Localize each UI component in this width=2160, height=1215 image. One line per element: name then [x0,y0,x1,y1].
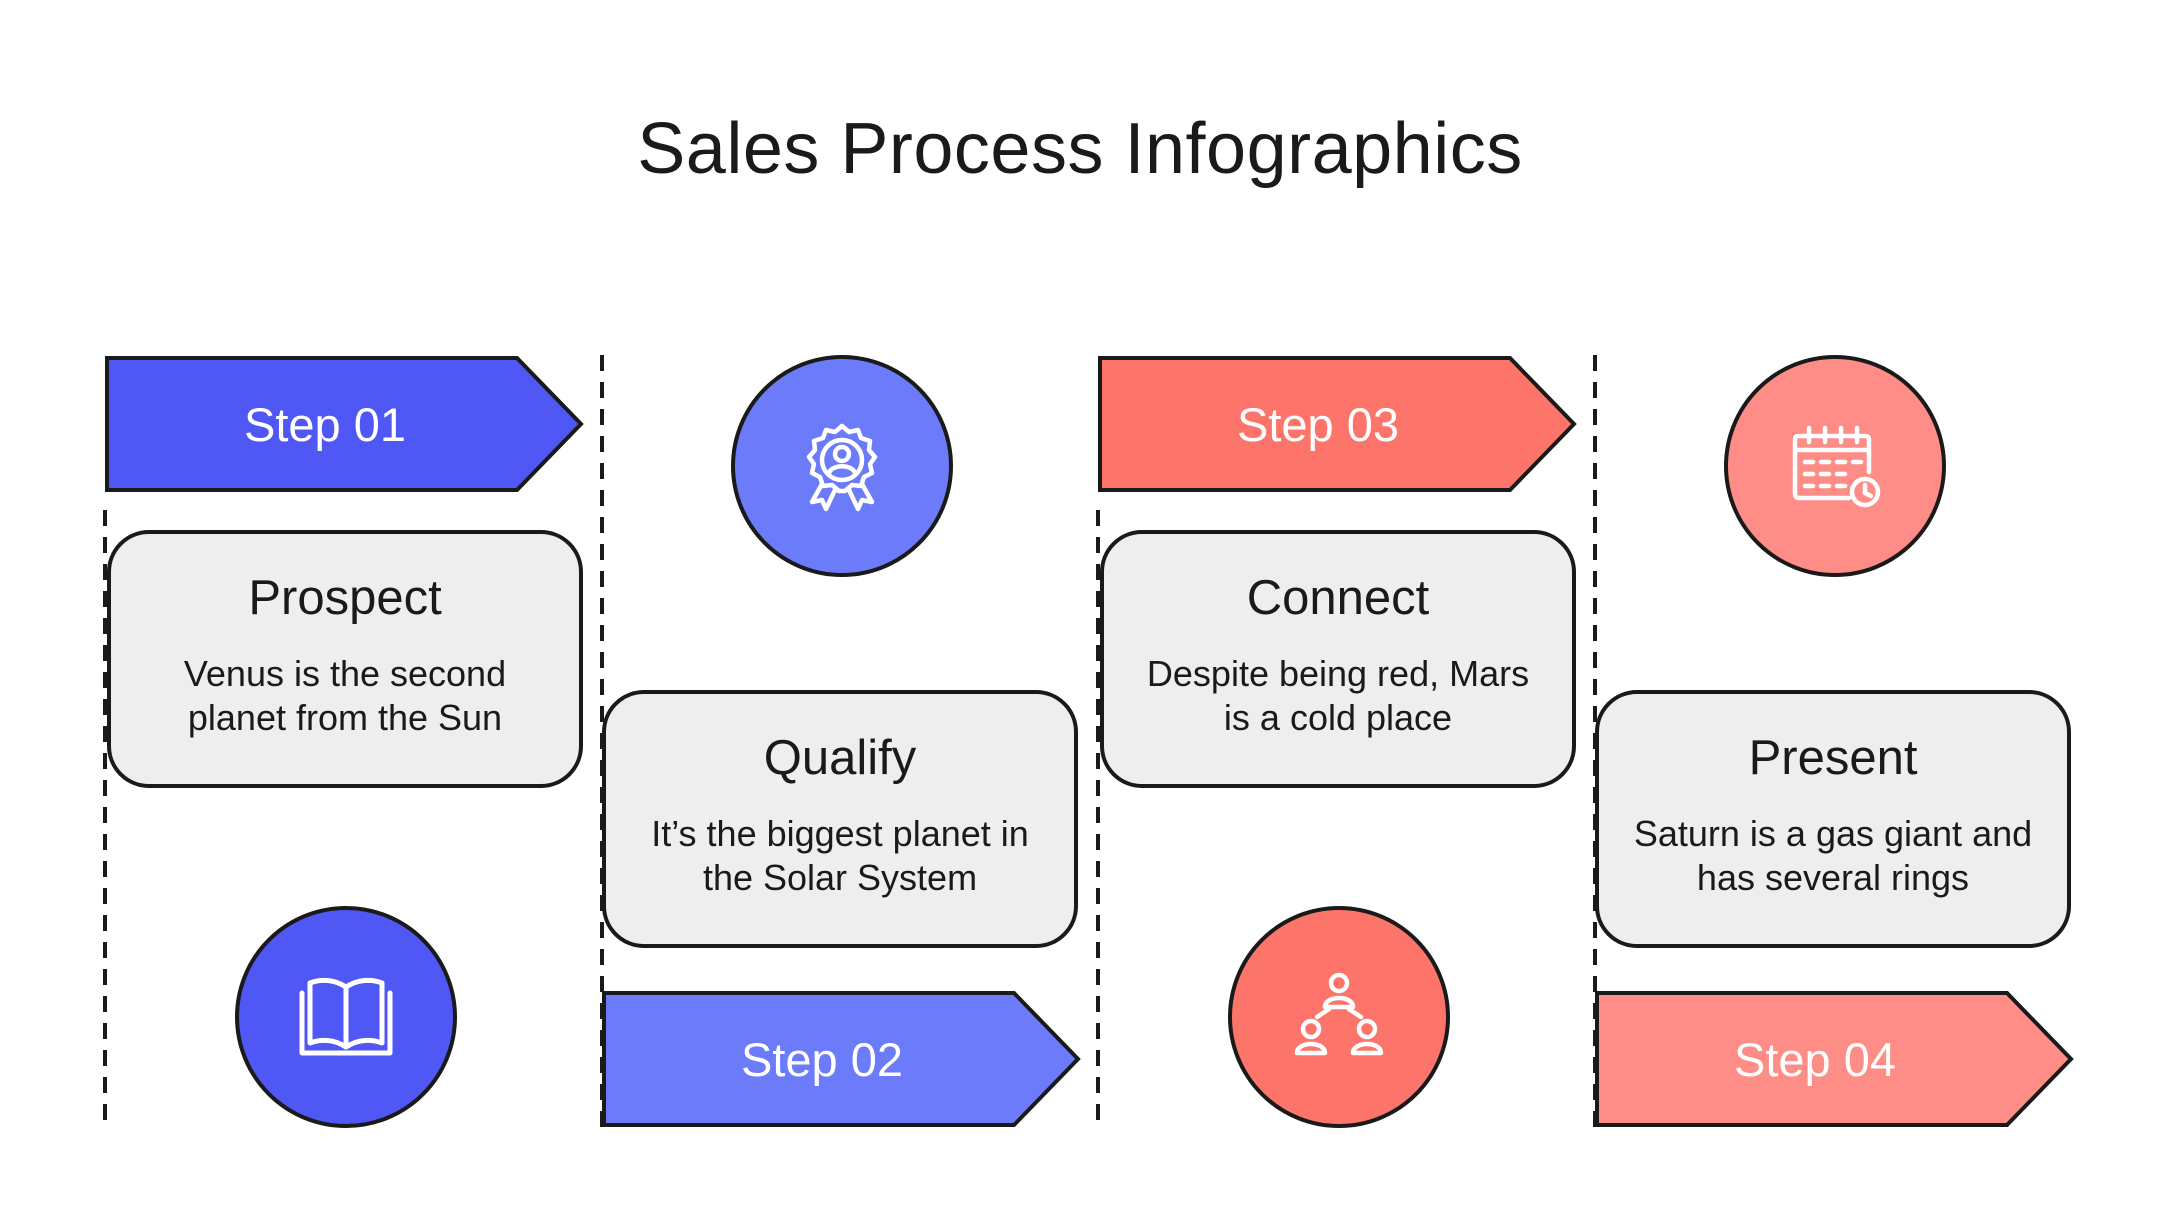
award-badge-icon [806,423,878,512]
open-book-icon [299,977,393,1056]
step-01-icon-circle [235,906,457,1128]
step-04-arrow: Step 04 [1595,991,2075,1127]
step-02-arrow: Step 02 [602,991,1082,1127]
step-04-arrow-shape [1595,991,2074,1127]
step-03-heading: Connect [1246,571,1430,625]
step-03-label: Step 03 [1236,397,1400,451]
step-03-arrow-shape [1098,356,1577,492]
step-02-card: Qualify It’s the biggest planet in the S… [602,690,1078,948]
step-01-heading: Prospect [248,571,442,625]
step-04-label: Step 04 [1733,1032,1897,1086]
step-03-icon-circle [1228,906,1450,1128]
page-title: Sales Process Infographics [637,109,1523,189]
step-01-card: Prospect Venus is the second planet from… [107,530,583,788]
step-02-description: It’s the biggest planet in the Solar Sys… [651,813,1029,898]
step-04-card: Present Saturn is a gas giant and has se… [1595,690,2071,948]
step-03-card: Connect Despite being red, Mars is a col… [1100,530,1576,788]
step-01-description: Venus is the second planet from the Sun [183,653,507,738]
step-04-heading: Present [1748,731,1918,785]
step-04-description: Saturn is a gas giant and has several ri… [1633,813,2033,898]
step-01-arrow-shape [105,356,584,492]
step-03-description: Despite being red, Mars is a cold place [1146,653,1530,738]
step-04-icon-circle [1724,355,1946,577]
step-02-icon-circle [731,355,953,577]
step-02-arrow-shape [602,991,1081,1127]
step-03-arrow: Step 03 [1098,356,1578,492]
step-02-label: Step 02 [740,1032,904,1086]
calendar-clock-icon [1792,425,1881,508]
step-02-heading: Qualify [763,731,917,785]
step-01-arrow: Step 01 [105,356,585,492]
step-01-label: Step 01 [243,397,407,451]
network-people-icon [1294,972,1384,1056]
